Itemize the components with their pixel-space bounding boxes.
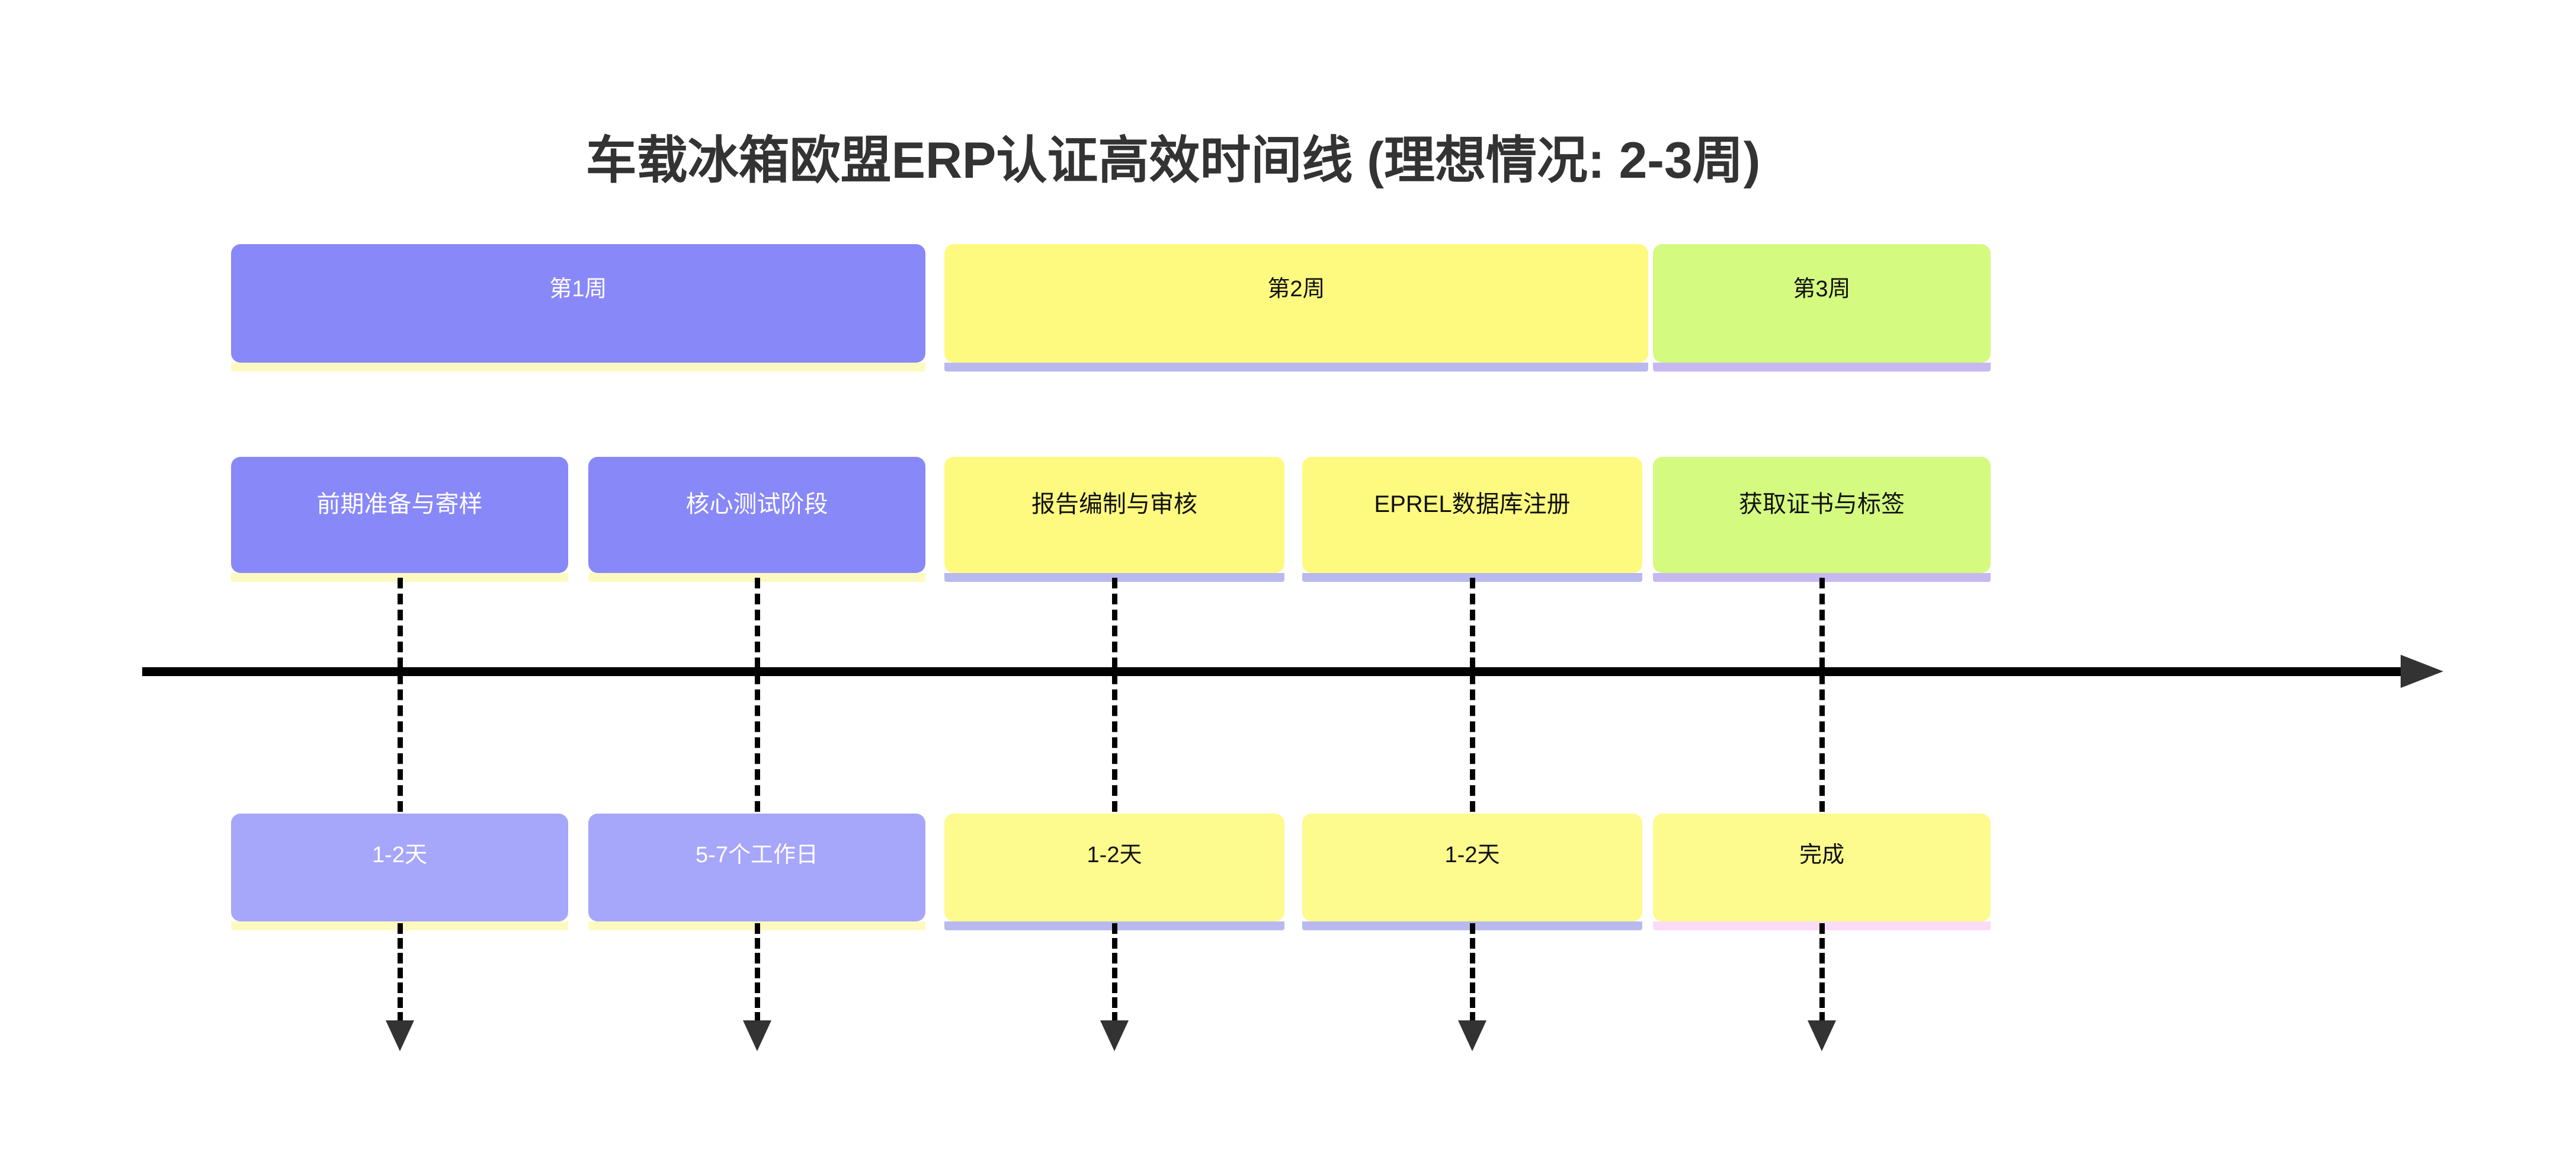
connector-dash-1 <box>398 578 403 812</box>
phase-card-shadow <box>588 573 925 582</box>
phase-card-4[interactable]: EPREL数据库注册 <box>1302 457 1642 582</box>
timeline-arrow-icon <box>2401 655 2443 688</box>
connector-dash-down-5 <box>1819 923 1825 1023</box>
duration-card-2[interactable]: 5-7个工作日 <box>588 814 925 930</box>
phase-card-3[interactable]: 报告编制与审核 <box>944 457 1284 582</box>
week-bar-3[interactable]: 第3周 <box>1653 244 1991 372</box>
connector-dash-down-4 <box>1470 923 1475 1023</box>
week-bar-1[interactable]: 第1周 <box>231 244 925 372</box>
week-bar-shadow <box>1653 363 1991 372</box>
connector-dash-down-3 <box>1112 923 1117 1023</box>
down-arrow-icon-4 <box>1458 1020 1486 1051</box>
duration-card-label: 1-2天 <box>1444 843 1500 868</box>
phase-card-2[interactable]: 核心测试阶段 <box>588 457 925 582</box>
phase-card-label: 核心测试阶段 <box>685 491 828 517</box>
phase-card-5[interactable]: 获取证书与标签 <box>1653 457 1991 582</box>
down-arrow-icon-3 <box>1100 1020 1129 1051</box>
duration-card-label: 1-2天 <box>1087 843 1142 868</box>
page-title: 车载冰箱欧盟ERP认证高效时间线 (理想情况: 2-3周) <box>585 132 1761 189</box>
down-arrow-icon-1 <box>386 1020 414 1051</box>
phase-card-shadow <box>1653 573 1991 582</box>
phase-card-shadow <box>944 573 1284 582</box>
week-bar-shadow <box>944 363 1648 372</box>
connector-dash-3 <box>1112 578 1117 812</box>
duration-card-label: 1-2天 <box>372 843 427 868</box>
down-arrow-icon-2 <box>743 1020 771 1051</box>
week-bar-label: 第1周 <box>549 277 607 302</box>
duration-card-label: 完成 <box>1799 843 1844 868</box>
connector-dash-4 <box>1470 578 1475 812</box>
duration-card-5[interactable]: 完成 <box>1653 814 1991 930</box>
phase-card-label: 报告编制与审核 <box>1031 491 1197 517</box>
timeline-axis-line <box>142 667 2404 676</box>
down-arrow-icon-5 <box>1808 1020 1836 1051</box>
connector-dash-5 <box>1819 578 1825 812</box>
week-bar-shadow <box>231 363 925 372</box>
phase-card-label: 获取证书与标签 <box>1739 491 1905 517</box>
phase-card-1[interactable]: 前期准备与寄样 <box>231 457 568 582</box>
duration-card-1[interactable]: 1-2天 <box>231 814 568 930</box>
duration-card-4[interactable]: 1-2天 <box>1302 814 1642 930</box>
week-bar-2[interactable]: 第2周 <box>944 244 1648 372</box>
duration-card-3[interactable]: 1-2天 <box>944 814 1284 930</box>
duration-card-label: 5-7个工作日 <box>696 843 818 868</box>
week-bar-label: 第2周 <box>1267 277 1325 302</box>
phase-card-shadow <box>231 573 568 582</box>
connector-dash-down-2 <box>755 923 760 1023</box>
phase-card-label: 前期准备与寄样 <box>316 491 483 517</box>
connector-dash-2 <box>755 578 760 812</box>
phase-card-shadow <box>1302 573 1642 582</box>
phase-card-label: EPREL数据库注册 <box>1374 491 1571 517</box>
connector-dash-down-1 <box>398 923 403 1023</box>
week-bar-label: 第3周 <box>1793 277 1851 302</box>
